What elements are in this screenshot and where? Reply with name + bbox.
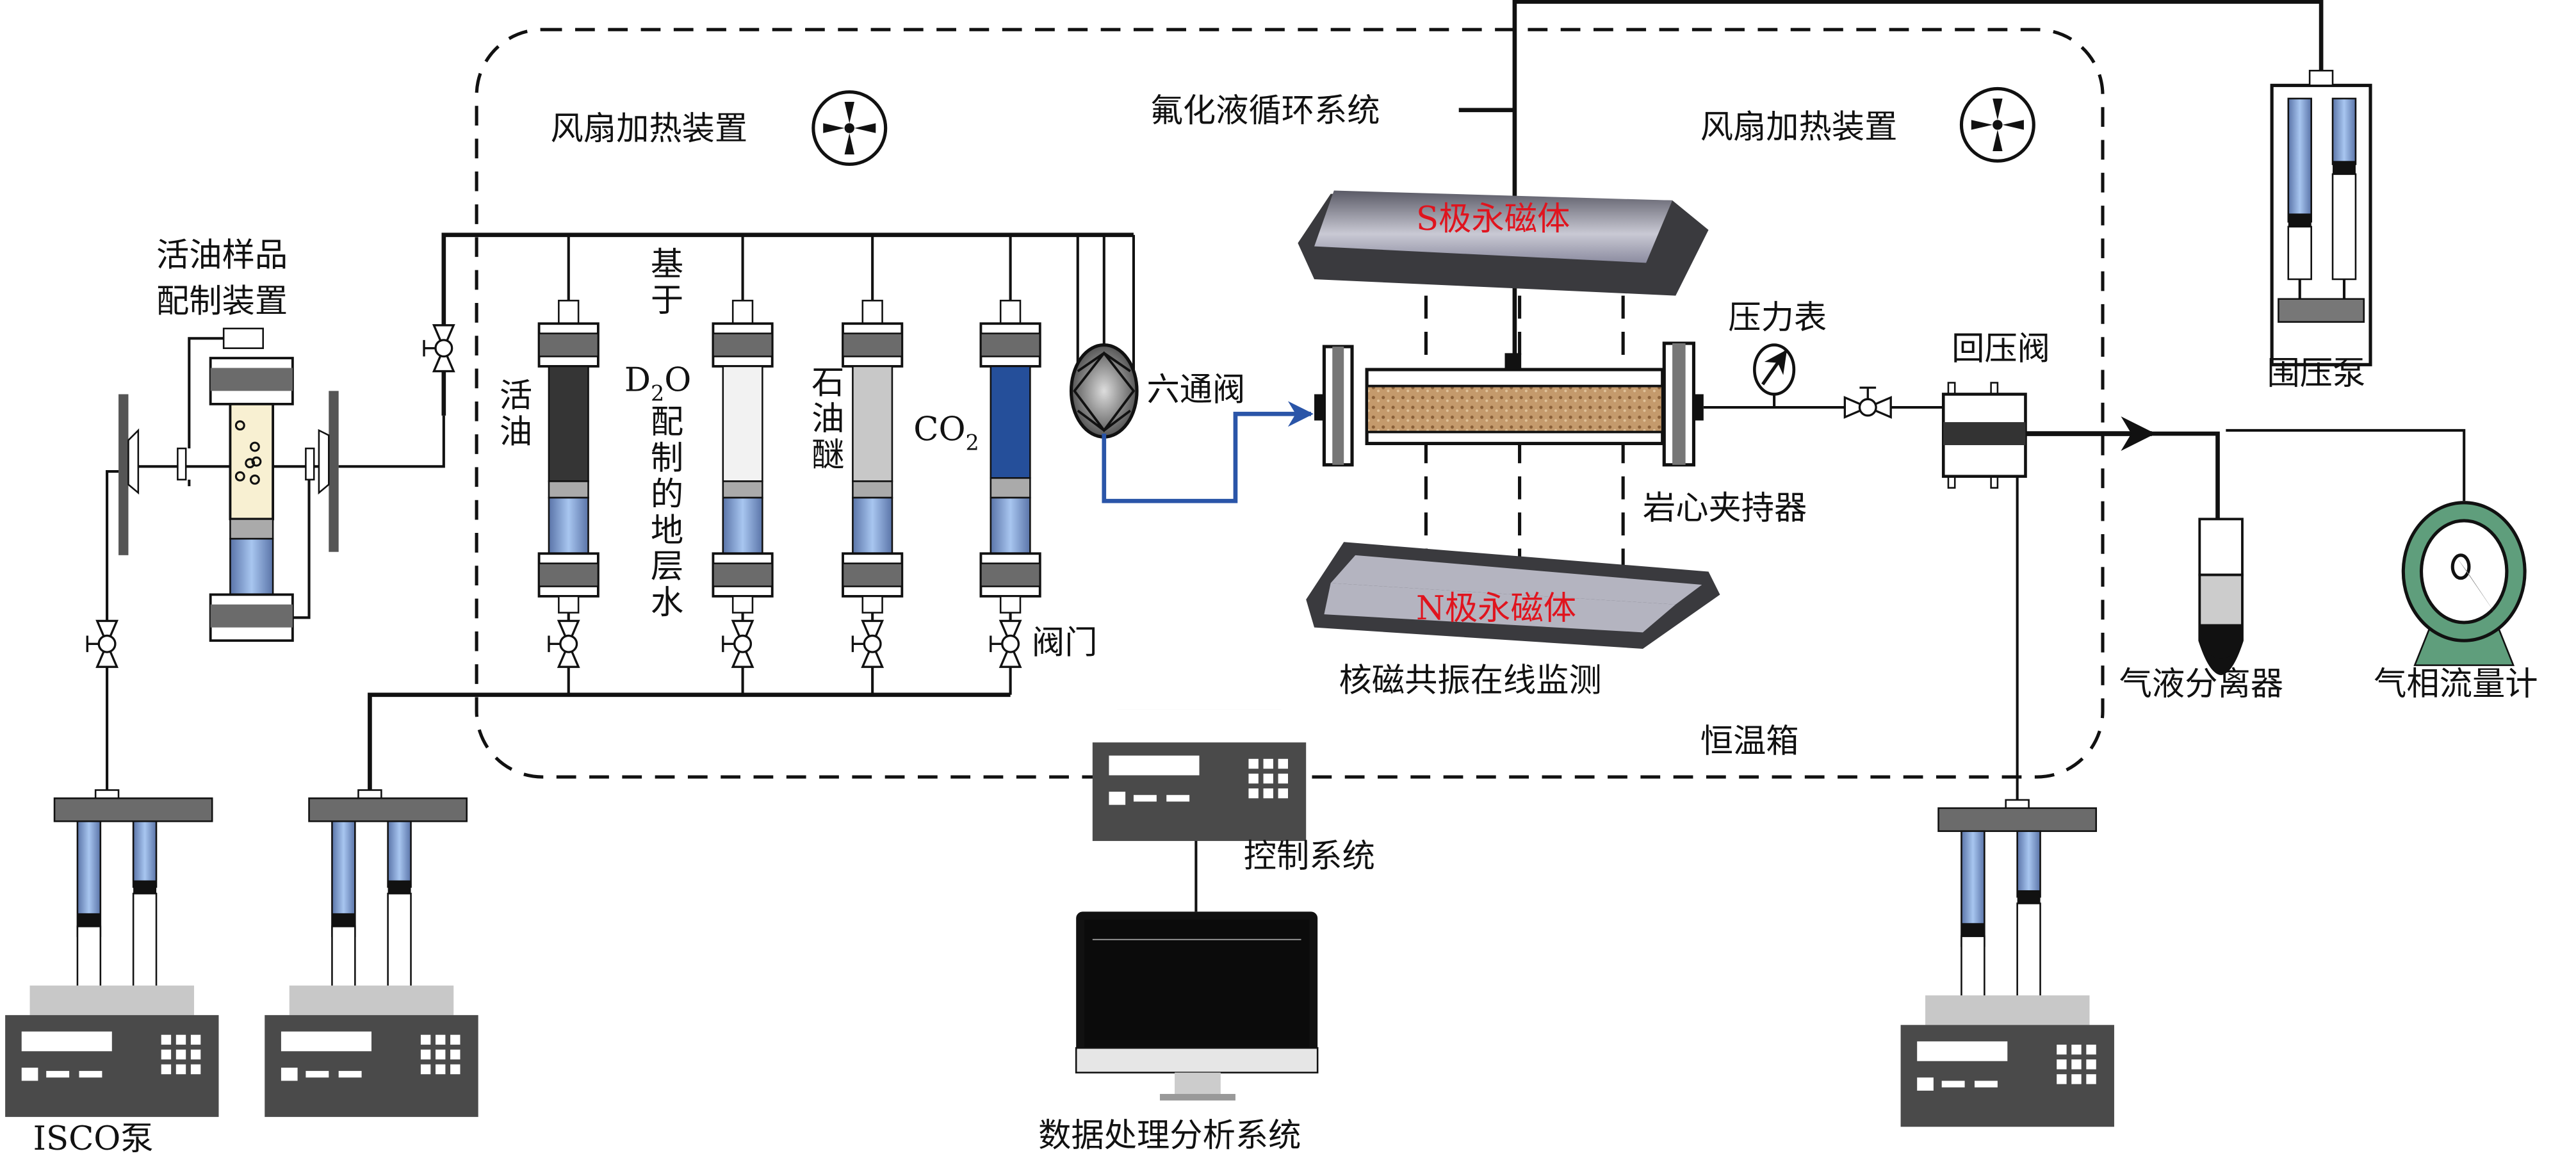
injection-line [1102, 401, 1314, 503]
fan-icon [1961, 88, 2034, 161]
data-system-label: 数据处理分析系统 [1038, 1116, 1301, 1155]
n-magnet [1306, 542, 1720, 649]
cylinder-d2o-water [712, 300, 774, 614]
isco-pump-right [1900, 799, 2114, 1127]
petroleum-ether-label: 石油醚 [806, 364, 844, 473]
live-oil-prep-label-2: 配制装置 [156, 282, 288, 320]
fan-heater-label-left: 风扇加热装置 [551, 110, 748, 148]
s-magnet-label: S极永磁体 [1416, 200, 1570, 238]
pressure-gauge-icon [1753, 343, 1796, 396]
live-oil-label: 活油 [494, 378, 532, 450]
isco-pump-left [5, 789, 219, 1117]
gas-flowmeter [2401, 501, 2527, 666]
six-way-valve-label: 六通阀 [1146, 371, 1245, 409]
valve-icon[interactable] [423, 324, 455, 373]
bottom-manifold [368, 692, 1011, 797]
fluorinated-circulation-label: 氟化液循环系统 [1150, 92, 1380, 130]
fan-heater-label-right: 风扇加热装置 [1700, 108, 1898, 146]
back-pressure-valve-label: 回压阀 [1952, 330, 2050, 368]
fan-icon [813, 92, 886, 165]
confining-pump-label: 围压泵 [2267, 354, 2365, 393]
six-way-valve-icon[interactable] [1069, 343, 1139, 439]
valve-icon[interactable] [851, 619, 884, 668]
cylinder-co2 [979, 300, 1041, 614]
valve-icon[interactable] [990, 619, 1022, 668]
live-oil-prep-label-1: 活油样品 [156, 236, 288, 274]
valve-icon[interactable] [722, 619, 754, 668]
isco-pump-middle [265, 789, 478, 1117]
gas-liquid-separator [2198, 518, 2244, 676]
co2-label: CO2 [913, 410, 979, 455]
cylinder-petroleum-ether [842, 300, 904, 614]
core-holder [1314, 341, 1704, 467]
pressure-gauge-label: 压力表 [1728, 298, 1827, 337]
gas-flowmeter-label: 气相流量计 [2374, 665, 2538, 703]
thermostat-label: 恒温箱 [1700, 722, 1799, 761]
live-oil-prep-device [118, 327, 445, 642]
core-holder-label: 岩心夹持器 [1643, 489, 1807, 527]
d2o-label-prefix: 基于 [644, 247, 683, 319]
cylinder-live-oil [537, 300, 599, 614]
s-magnet [1298, 190, 1709, 296]
d2o-formula: D2O [624, 361, 691, 405]
back-pressure-valve [1941, 382, 2027, 489]
circulation-line [1458, 0, 2324, 365]
gas-liquid-separator-label: 气液分离器 [2119, 665, 2283, 703]
valve-label: 阀门 [1032, 624, 1098, 662]
valve-icon[interactable] [1843, 386, 1892, 419]
d2o-label-suffix: 配制的地层水 [644, 404, 683, 621]
nmr-monitoring-label: 核磁共振在线监测 [1339, 662, 1602, 700]
isco-pump-label: ISCO泵 [33, 1120, 154, 1158]
computer-monitor-icon [1075, 911, 1319, 1101]
valve-icon[interactable] [86, 619, 118, 668]
confining-pump [2270, 69, 2372, 366]
valve-icon[interactable] [548, 619, 580, 668]
n-magnet-label: N极永磁体 [1416, 589, 1576, 628]
control-system-label: 控制系统 [1244, 837, 1375, 876]
